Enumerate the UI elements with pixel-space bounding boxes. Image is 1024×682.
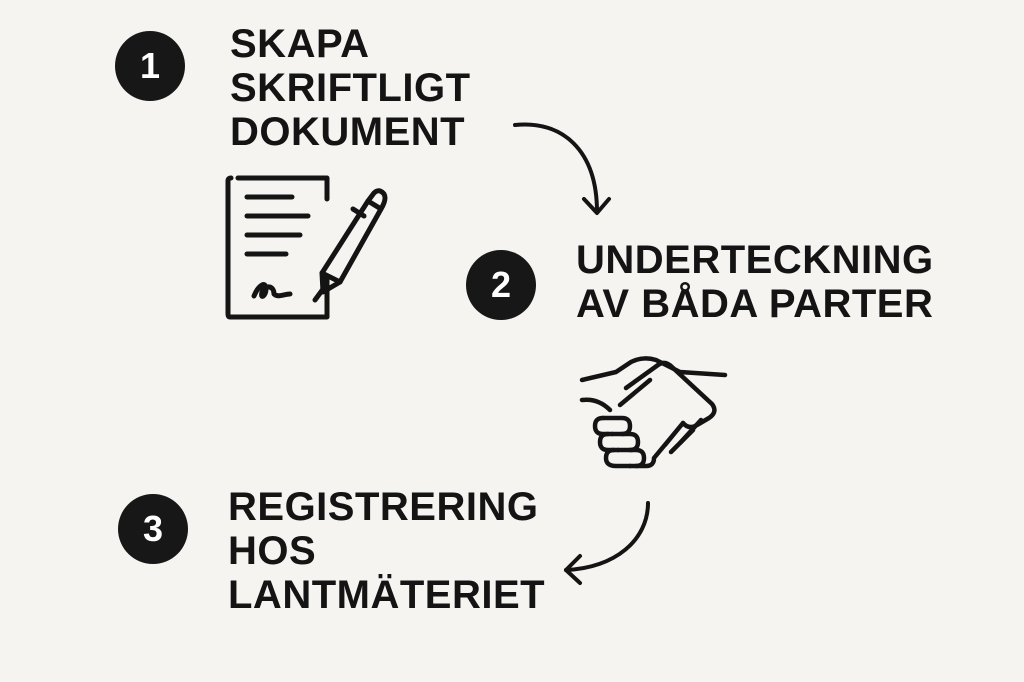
signed-document-icon [225,175,388,320]
step-2-title: UNDERTECKNING AV BÅDA PARTER [576,238,934,326]
step-1-number-badge: 1 [115,31,185,101]
handshake-icon [579,356,728,469]
step-1-number: 1 [139,45,161,86]
step-3-title-line-1: REGISTRERING [228,485,539,529]
step-3-title-line-3: LANTMÄTERIET [228,573,546,617]
step-1-title-line-1: SKAPA [230,22,370,66]
arrow-step2-to-step3 [564,501,650,585]
step-2-title-line-2: AV BÅDA PARTER [576,282,934,326]
step-1-title-line-3: DOKUMENT [230,110,466,154]
step-3-number: 3 [142,508,164,549]
step-3-number-badge: 3 [118,494,188,564]
step-1-title-line-2: SKRIFTLIGT [230,66,471,110]
step-2-number-badge: 2 [466,250,536,320]
step-3-title: REGISTRERING HOS LANTMÄTERIET [228,485,545,617]
step-2-number: 2 [490,264,512,305]
step-1-title: SKAPA SKRIFTLIGT DOKUMENT [230,22,471,154]
step-2-title-line-1: UNDERTECKNING [576,238,934,282]
arrow-step1-to-step2 [513,122,611,215]
step-3-title-line-2: HOS [228,529,317,573]
